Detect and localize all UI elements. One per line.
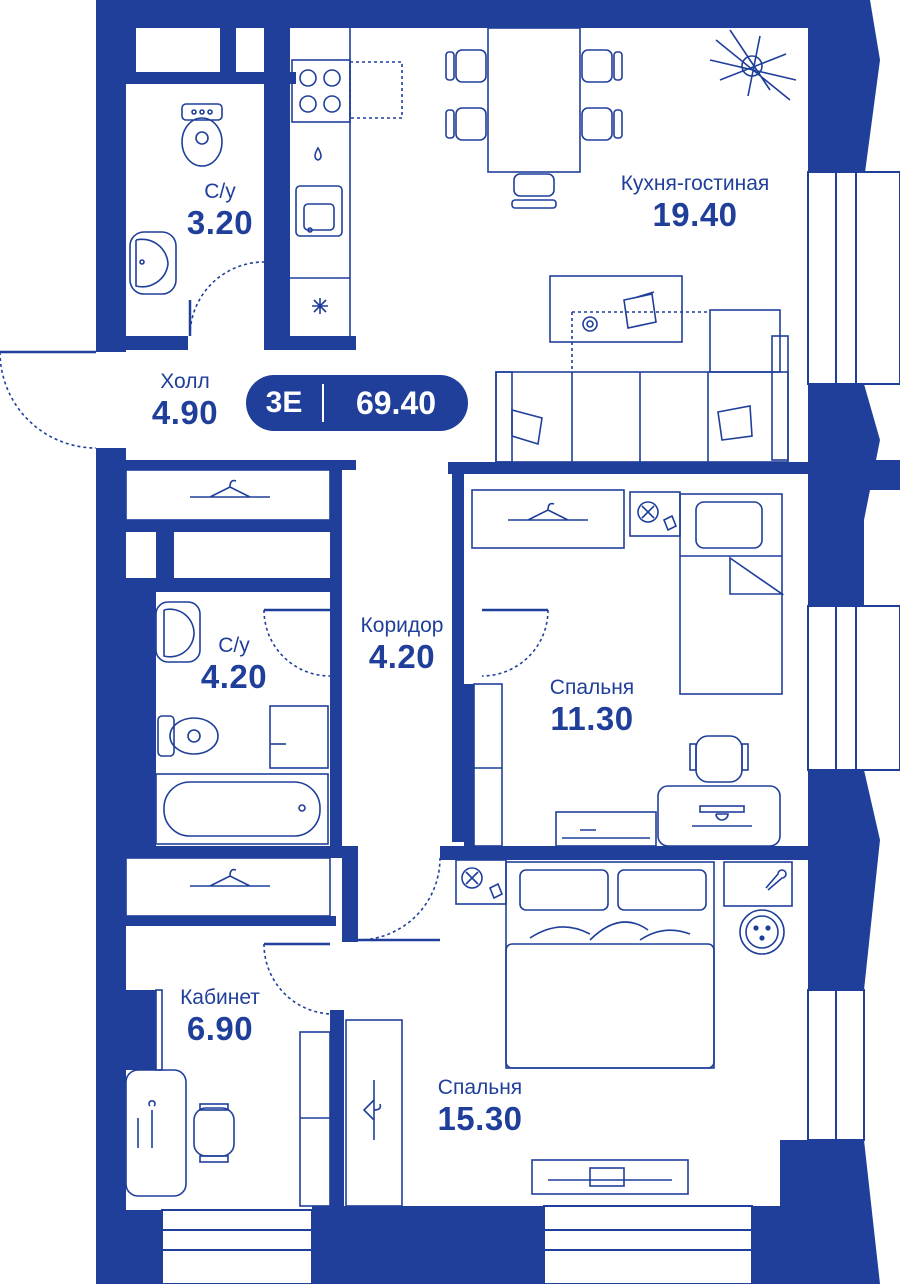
badge-divider [322,384,324,422]
hanger-icon [190,479,270,498]
room-label-bedroom2: Спальня 15.30 [418,1076,542,1138]
chair-icon [445,49,623,209]
room-label-corridor: Коридор 4.20 [340,614,464,676]
hanger-icon [362,1080,382,1140]
room-label-bedroom1: Спальня 11.30 [530,676,654,738]
room-name: Спальня [549,676,635,699]
room-area: 4.90 [151,394,219,431]
washer-icon [629,491,681,537]
sink-icon [295,185,343,237]
room-label-bath1: С/у 3.20 [185,180,255,242]
hanger-icon [190,868,270,887]
plant-icon [709,29,797,101]
windows [161,171,900,1284]
room-label-office: Кабинет 6.90 [164,986,276,1048]
room-name: С/у [204,180,236,203]
toilet-icon [181,103,223,167]
room-name: Спальня [437,1076,523,1099]
bed-icon [679,493,785,695]
lamp-icon [765,869,787,891]
sink-icon [129,231,177,295]
sink-icon [155,601,201,663]
room-name: Кабинет [180,986,260,1009]
room-name: Холл [160,370,210,393]
chair-icon [193,1103,235,1163]
door-swings [0,261,549,1015]
room-area: 11.30 [550,700,634,737]
apartment-code: 3E [265,386,303,419]
room-area: 19.40 [652,196,738,233]
room-area: 4.20 [200,658,268,695]
room-area: 3.20 [186,204,254,241]
chair-icon [689,735,749,783]
hanger-icon [508,502,588,521]
room-name: Коридор [360,614,444,637]
sofa-icon [495,309,789,463]
stove-icon [291,59,403,123]
room-label-hall: Холл 4.90 [140,370,230,432]
room-area: 6.90 [186,1010,254,1047]
apartment-badge: 3E 69.40 [246,375,468,431]
fridge-icon [312,298,328,314]
door-leaves [0,300,548,946]
apartment-total-area: 69.40 [355,384,437,421]
furniture [125,27,797,1207]
room-label-bath2: С/у 4.20 [194,634,274,696]
walls [96,0,900,1284]
bed-icon [505,861,715,1069]
room-name: С/у [218,634,250,657]
room-area: 15.30 [437,1100,523,1137]
room-area: 4.20 [368,638,436,675]
room-label-kitchen: Кухня-гостиная 19.40 [590,172,800,234]
room-name: Кухня-гостиная [620,172,770,195]
washer-icon [455,859,507,905]
toilet-icon [157,715,219,757]
bathtub-icon [155,773,329,845]
